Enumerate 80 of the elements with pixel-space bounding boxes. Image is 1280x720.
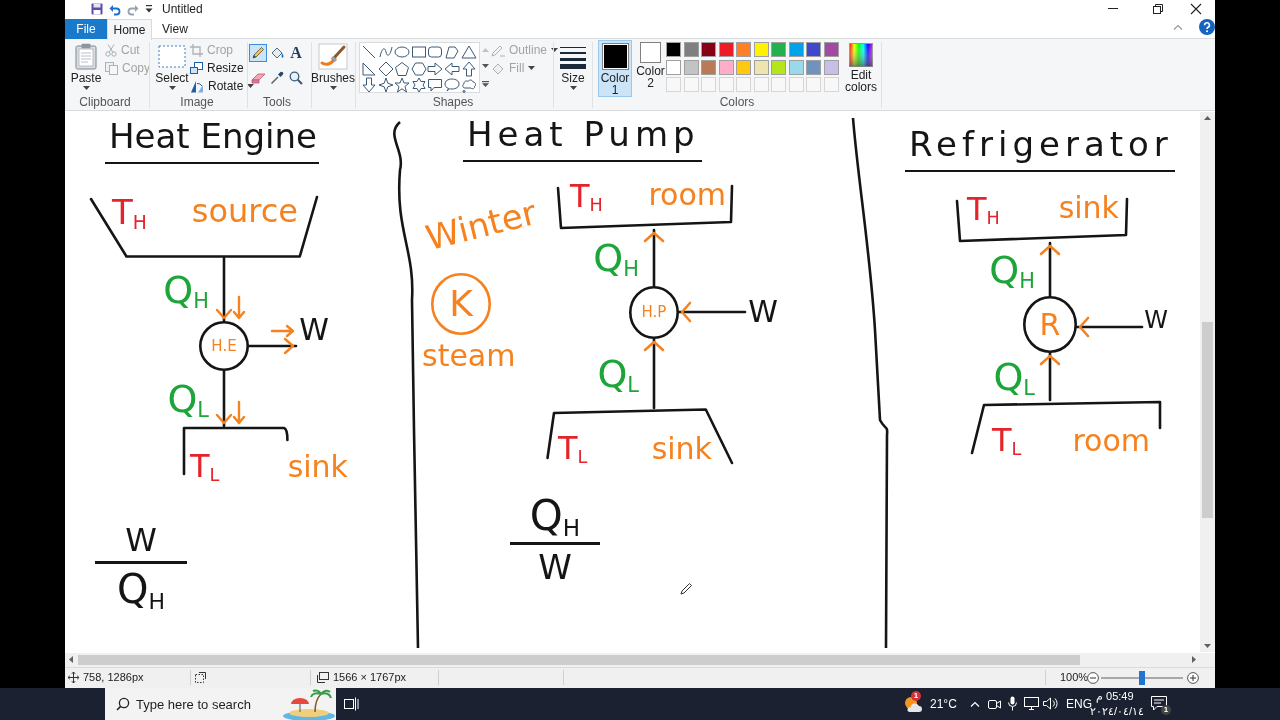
node-text: W bbox=[296, 312, 332, 348]
edge-label: Q$_{L}$ bbox=[167, 379, 209, 418]
circle-node bbox=[1023, 296, 1077, 353]
home-tab: Home bbox=[107, 19, 152, 40]
node-text: sink bbox=[287, 452, 348, 482]
arrow bbox=[643, 228, 665, 288]
crop-button: Crop bbox=[190, 42, 233, 58]
file-tab: File bbox=[65, 19, 107, 39]
arrow bbox=[1039, 241, 1061, 298]
clock-time: 05:49 م bbox=[1096, 690, 1134, 703]
color-1-button: Color 1 bbox=[598, 40, 632, 97]
section-heading: Refrigerator bbox=[905, 124, 1175, 172]
arrow bbox=[1075, 316, 1144, 338]
arrow bbox=[677, 301, 747, 323]
node-text: K bbox=[449, 286, 473, 322]
group-label: Shapes bbox=[432, 96, 474, 109]
paste-button: Paste bbox=[70, 41, 102, 95]
open-box-node bbox=[955, 193, 1129, 243]
circle-node bbox=[629, 286, 679, 339]
window-title: Untitled bbox=[162, 2, 203, 16]
group-label: Clipboard bbox=[79, 96, 131, 109]
circle-node bbox=[431, 273, 491, 335]
node-text: T$_{H}$ bbox=[112, 195, 147, 229]
search-field: Type here to search bbox=[105, 688, 336, 720]
node-text: W bbox=[1142, 306, 1170, 334]
resize-button: Resize bbox=[190, 60, 244, 76]
arrow bbox=[643, 337, 665, 410]
group-label: Tools bbox=[263, 96, 291, 109]
fill-button: Fill bbox=[491, 60, 536, 76]
node-text: sink bbox=[1058, 193, 1119, 223]
cut-button: Cut bbox=[105, 42, 140, 58]
temperature-text: 21°C bbox=[930, 697, 957, 711]
node-text: R bbox=[1039, 309, 1061, 340]
node-text: T$_{H}$ bbox=[570, 180, 603, 212]
trapezoid-node bbox=[970, 400, 1162, 456]
color-2-button: Color 2 bbox=[635, 40, 666, 97]
section-heading: Heat Pump bbox=[463, 114, 702, 162]
node-text: T$_{L}$ bbox=[558, 432, 588, 464]
node-text: T$_{L}$ bbox=[190, 450, 220, 482]
edge-label: Q$_{L}$ bbox=[597, 354, 639, 393]
edge-label: Q$_{H}$ bbox=[989, 250, 1035, 289]
group-label: Colors bbox=[719, 96, 755, 109]
outline-button: Outline bbox=[491, 42, 559, 58]
edit-colors-button: Edit colors bbox=[842, 41, 880, 97]
edge-label: Q$_{L}$ bbox=[993, 357, 1035, 396]
status-text: 100% bbox=[1060, 671, 1089, 684]
fraction-denominator: W bbox=[538, 549, 572, 584]
text-tool-button: A bbox=[287, 44, 305, 62]
node-text: H.E bbox=[211, 338, 237, 354]
edge-label: Q$_{H}$ bbox=[163, 270, 209, 309]
node-text: room bbox=[648, 180, 726, 210]
node-text: sink bbox=[651, 434, 712, 464]
trapezoid-node bbox=[546, 408, 734, 464]
node-text: T$_{H}$ bbox=[967, 193, 1000, 225]
status-text: 1566 × 1767px bbox=[333, 671, 407, 684]
rotate-button: Rotate bbox=[190, 78, 255, 94]
notification-badge: 1 bbox=[1161, 705, 1171, 715]
edge-label: Q$_{H}$ bbox=[593, 239, 639, 277]
node-text: source bbox=[191, 195, 298, 227]
fraction-numerator: Q$_{H}$ bbox=[529, 495, 581, 537]
node-text: room bbox=[1072, 426, 1150, 456]
view-tab-label: View bbox=[162, 22, 188, 36]
circle-node bbox=[199, 321, 249, 371]
node-text: W bbox=[745, 294, 781, 330]
group-label: Image bbox=[180, 96, 214, 109]
select-button: Select bbox=[153, 41, 191, 95]
node-caption: steam bbox=[422, 341, 516, 371]
brushes-button: Brushes bbox=[313, 41, 353, 95]
section-heading: Heat Engine bbox=[105, 116, 319, 164]
fraction-numerator: W bbox=[125, 524, 157, 556]
arrow bbox=[1039, 351, 1061, 402]
node-text: H.P bbox=[641, 305, 667, 320]
fraction-denominator: Q$_{H}$ bbox=[117, 568, 165, 609]
notification-badge: 1 bbox=[911, 691, 921, 701]
copy-button: Copy bbox=[105, 60, 150, 76]
node-text: T$_{L}$ bbox=[992, 424, 1022, 456]
annotation-text: Winter bbox=[422, 194, 540, 256]
trapezoid-node bbox=[90, 195, 318, 258]
status-text: 758, 1286px bbox=[83, 671, 144, 684]
size-button: Size bbox=[556, 41, 590, 95]
